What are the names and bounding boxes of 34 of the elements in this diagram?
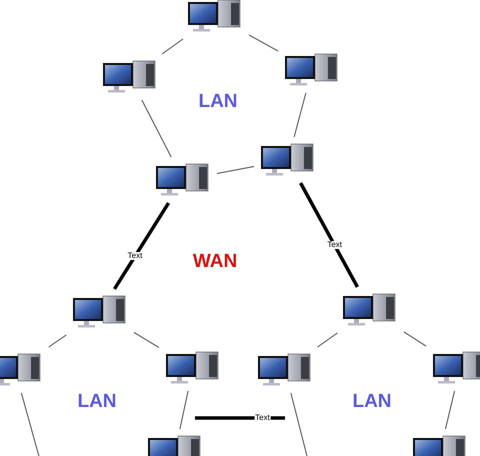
network-cable <box>317 332 338 348</box>
network-cable <box>294 92 306 138</box>
network-cable <box>134 332 160 348</box>
computer-icon <box>284 53 340 87</box>
wan-link <box>299 182 359 288</box>
network-cable <box>290 392 308 456</box>
network-label: WAN <box>192 251 238 273</box>
computer-icon <box>0 353 43 387</box>
edge-label: Text <box>254 414 271 422</box>
wan-link <box>195 416 285 420</box>
network-label: LAN <box>352 391 392 413</box>
network-label: LAN <box>77 391 117 413</box>
network-cable <box>248 34 278 52</box>
network-cable <box>404 331 426 347</box>
edge-label: Text <box>126 252 144 260</box>
network-cable <box>444 390 456 430</box>
computer-icon <box>165 351 221 385</box>
network-cable <box>179 390 189 430</box>
network-cable <box>141 100 172 158</box>
computer-icon <box>155 163 211 197</box>
network-cable <box>20 392 40 456</box>
edge-label: Text <box>326 241 343 250</box>
network-cable <box>216 166 254 174</box>
computer-icon <box>342 293 398 327</box>
computer-icon <box>187 0 243 33</box>
computer-icon <box>432 351 480 385</box>
network-cable <box>162 38 184 54</box>
computer-icon <box>260 143 316 177</box>
computer-icon <box>72 295 128 329</box>
wan-link <box>112 202 170 290</box>
network-label: LAN <box>198 91 238 113</box>
computer-icon <box>102 60 158 94</box>
computer-icon <box>257 353 313 387</box>
network-cable <box>48 334 67 348</box>
